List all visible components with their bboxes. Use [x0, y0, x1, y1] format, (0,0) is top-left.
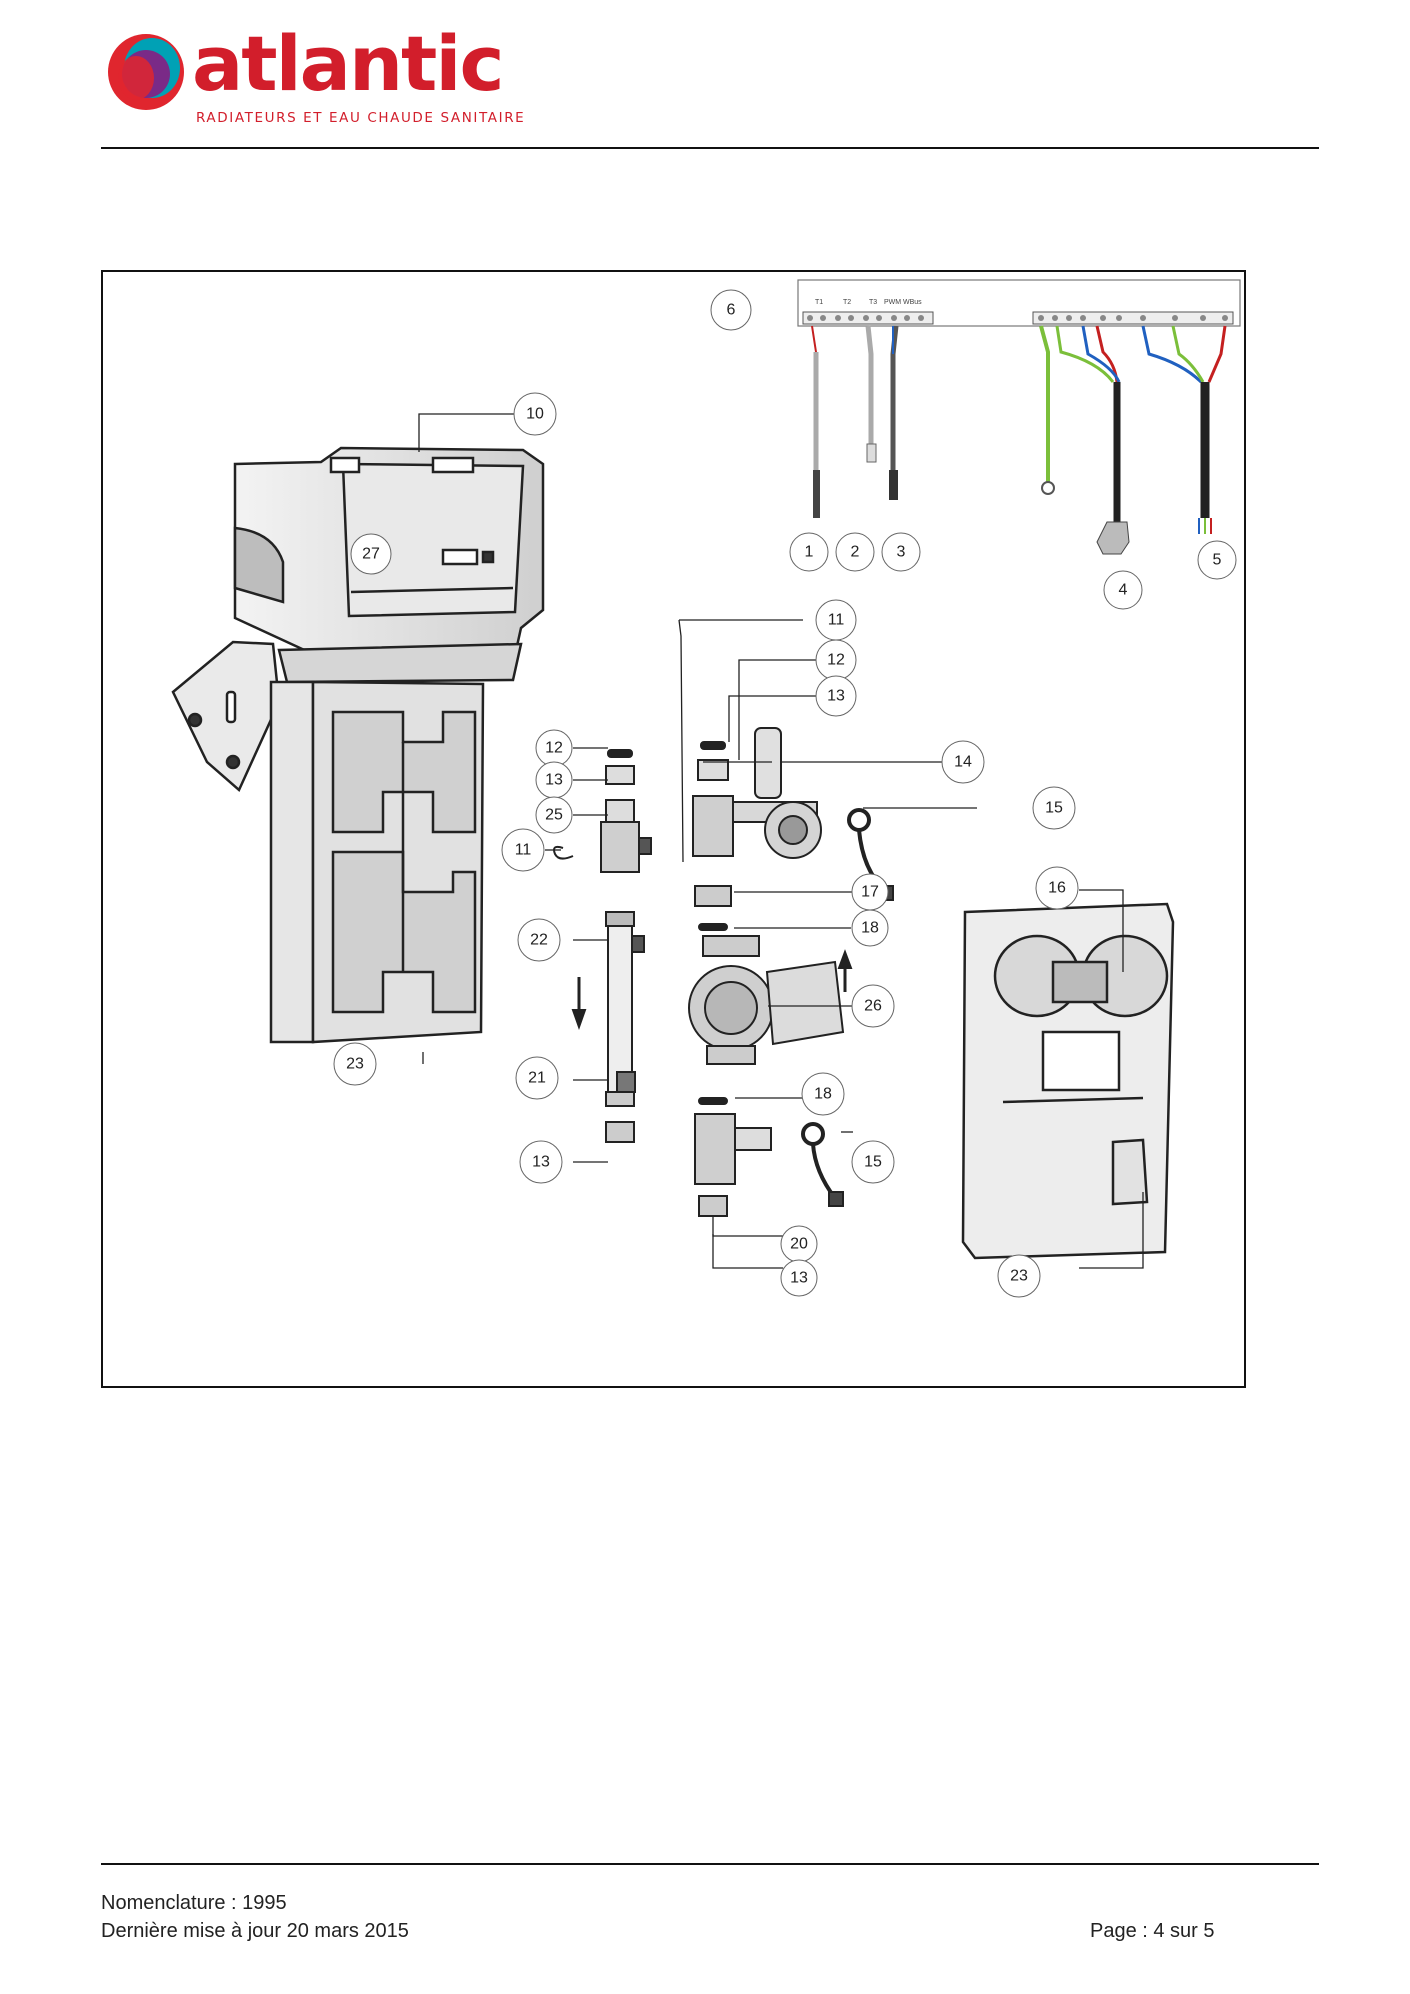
terminal-label-pwm: PWM [884, 299, 901, 306]
terminal-label-t2: T2 [843, 299, 851, 306]
svg-text:12: 12 [827, 652, 845, 669]
svg-text:13: 13 [545, 772, 563, 789]
callout-1: 1 [789, 532, 829, 572]
svg-text:23: 23 [346, 1056, 364, 1073]
callout-12a: 12 [815, 639, 857, 681]
right-pipe-assembly [688, 727, 894, 1217]
svg-text:27: 27 [362, 546, 380, 563]
footer-rule [101, 1863, 1319, 1865]
callout-13b: 13 [535, 761, 573, 799]
callout-3: 3 [881, 532, 921, 572]
callout-4: 4 [1103, 570, 1143, 610]
terminal-label-wbus: WBus [903, 299, 922, 306]
svg-text:23: 23 [1010, 1268, 1028, 1285]
callout-11a: 11 [815, 599, 857, 641]
callout-15b: 15 [851, 1140, 895, 1184]
callout-6: 6 [710, 289, 752, 331]
svg-text:3: 3 [897, 544, 906, 561]
atlantic-logo: atlantic RADIATEURS ET EAU CHAUDE SANITA… [100, 26, 524, 132]
callout-14: 14 [941, 740, 985, 784]
svg-text:18: 18 [861, 920, 879, 937]
svg-text:13: 13 [532, 1154, 550, 1171]
exploded-view-figure: T1 T2 T3 PWM WBus [101, 270, 1246, 1388]
callout-23a: 23 [333, 1042, 377, 1086]
callout-18b: 18 [801, 1072, 845, 1116]
leader-lines [418, 413, 1144, 1269]
terminal-label-t3: T3 [869, 299, 877, 306]
callout-23b: 23 [997, 1254, 1041, 1298]
callout-17: 17 [851, 873, 889, 911]
svg-text:20: 20 [790, 1236, 808, 1253]
callout-10: 10 [513, 392, 557, 436]
terminal-label-t1: T1 [815, 299, 823, 306]
brand-name: atlantic [192, 19, 504, 108]
callout-11b: 11 [501, 828, 545, 872]
callout-16: 16 [1035, 866, 1079, 910]
sensor-cables [811, 325, 899, 518]
callout-27: 27 [350, 533, 392, 575]
page-number: Page : 4 sur 5 [1090, 1920, 1215, 1942]
exploded-parts-diagram: T1 T2 T3 PWM WBus [171, 279, 1241, 1298]
svg-text:25: 25 [545, 807, 563, 824]
front-cover [961, 902, 1175, 1260]
svg-text:15: 15 [864, 1154, 882, 1171]
svg-text:22: 22 [530, 932, 548, 949]
svg-text:2: 2 [851, 544, 860, 561]
callout-2: 2 [835, 532, 875, 572]
svg-text:21: 21 [528, 1070, 546, 1087]
callout-26: 26 [851, 984, 895, 1028]
power-cables [1039, 325, 1227, 555]
callouts: 6 10 27 1 2 3 4 5 11 12 13 14 15 12 13 2… [333, 289, 1237, 1298]
svg-text:11: 11 [828, 612, 845, 629]
nomenclature-text: Nomenclature : 1995 [101, 1892, 287, 1914]
callout-13a: 13 [815, 675, 857, 717]
svg-text:14: 14 [954, 754, 972, 771]
svg-text:11: 11 [515, 842, 532, 859]
callout-22: 22 [517, 918, 561, 962]
svg-text:17: 17 [861, 884, 879, 901]
callout-5: 5 [1197, 540, 1237, 580]
svg-text:16: 16 [1048, 880, 1066, 897]
callout-20: 20 [780, 1225, 818, 1263]
terminal-strip: T1 T2 T3 PWM WBus [797, 279, 1241, 327]
svg-text:18: 18 [814, 1086, 832, 1103]
brand-tagline: RADIATEURS ET EAU CHAUDE SANITAIRE [196, 110, 526, 126]
svg-text:13: 13 [790, 1270, 808, 1287]
header-rule [101, 147, 1319, 149]
hydraulic-body [269, 642, 523, 1044]
callout-25: 25 [535, 796, 573, 834]
svg-text:4: 4 [1119, 582, 1128, 599]
callout-13c: 13 [519, 1140, 563, 1184]
callout-15a: 15 [1032, 786, 1076, 830]
wall-bracket [171, 640, 281, 793]
last-update-text: Dernière mise à jour 20 mars 2015 [101, 1920, 409, 1942]
callout-13d: 13 [780, 1259, 818, 1297]
logo-mark-icon [108, 34, 184, 110]
callout-12b: 12 [535, 729, 573, 767]
svg-text:6: 6 [727, 302, 736, 319]
svg-text:1: 1 [805, 544, 814, 561]
svg-text:15: 15 [1045, 800, 1063, 817]
svg-text:5: 5 [1213, 552, 1222, 569]
callout-21: 21 [515, 1056, 559, 1100]
svg-text:12: 12 [545, 740, 563, 757]
svg-text:10: 10 [526, 406, 544, 423]
callout-18a: 18 [851, 909, 889, 947]
svg-text:13: 13 [827, 688, 845, 705]
left-pipe-assembly [553, 749, 652, 1143]
svg-text:26: 26 [864, 998, 882, 1015]
